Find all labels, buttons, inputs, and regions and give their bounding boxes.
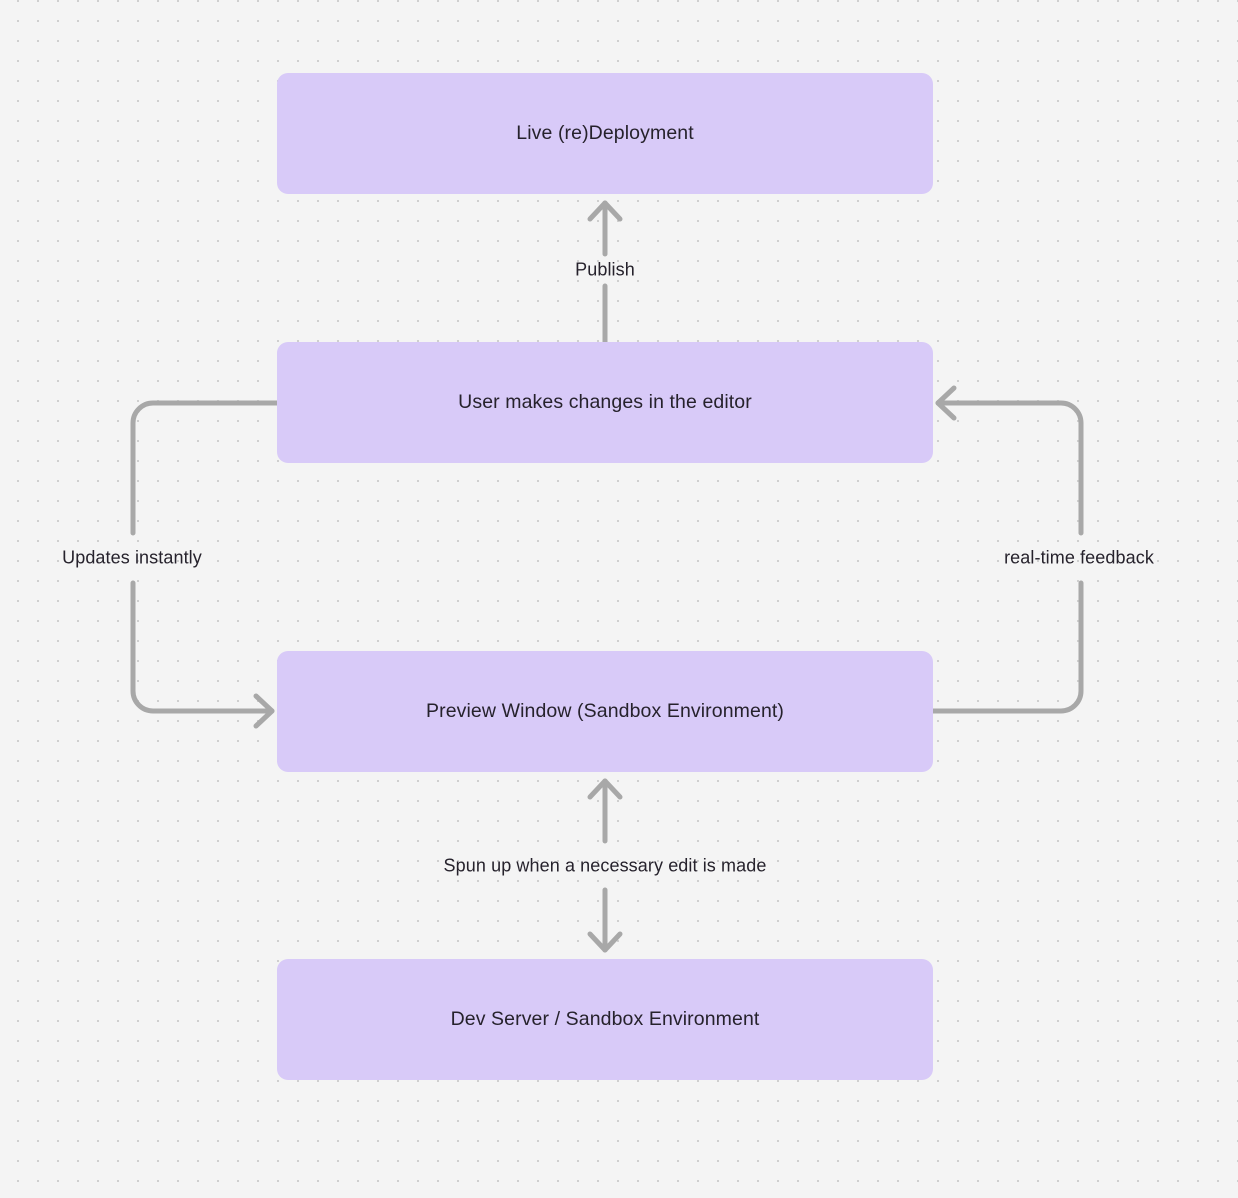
node-preview-window[interactable]: Preview Window (Sandbox Environment) [277, 651, 933, 772]
node-label-dev-server: Dev Server / Sandbox Environment [450, 1008, 760, 1031]
node-user-edits[interactable]: User makes changes in the editor [277, 342, 933, 463]
edge-label-publish: Publish [575, 259, 635, 280]
node-label-live-deployment: Live (re)Deployment [516, 122, 694, 145]
edge-label-real-time-feedback: real-time feedback [1004, 547, 1154, 568]
edge-label-updates-instantly: Updates instantly [62, 547, 202, 568]
node-label-preview-window: Preview Window (Sandbox Environment) [426, 700, 784, 723]
node-dev-server[interactable]: Dev Server / Sandbox Environment [277, 959, 933, 1080]
edge-label-spun-up: Spun up when a necessary edit is made [443, 855, 767, 876]
node-label-user-edits: User makes changes in the editor [458, 391, 752, 414]
node-live-deployment[interactable]: Live (re)Deployment [277, 73, 933, 194]
